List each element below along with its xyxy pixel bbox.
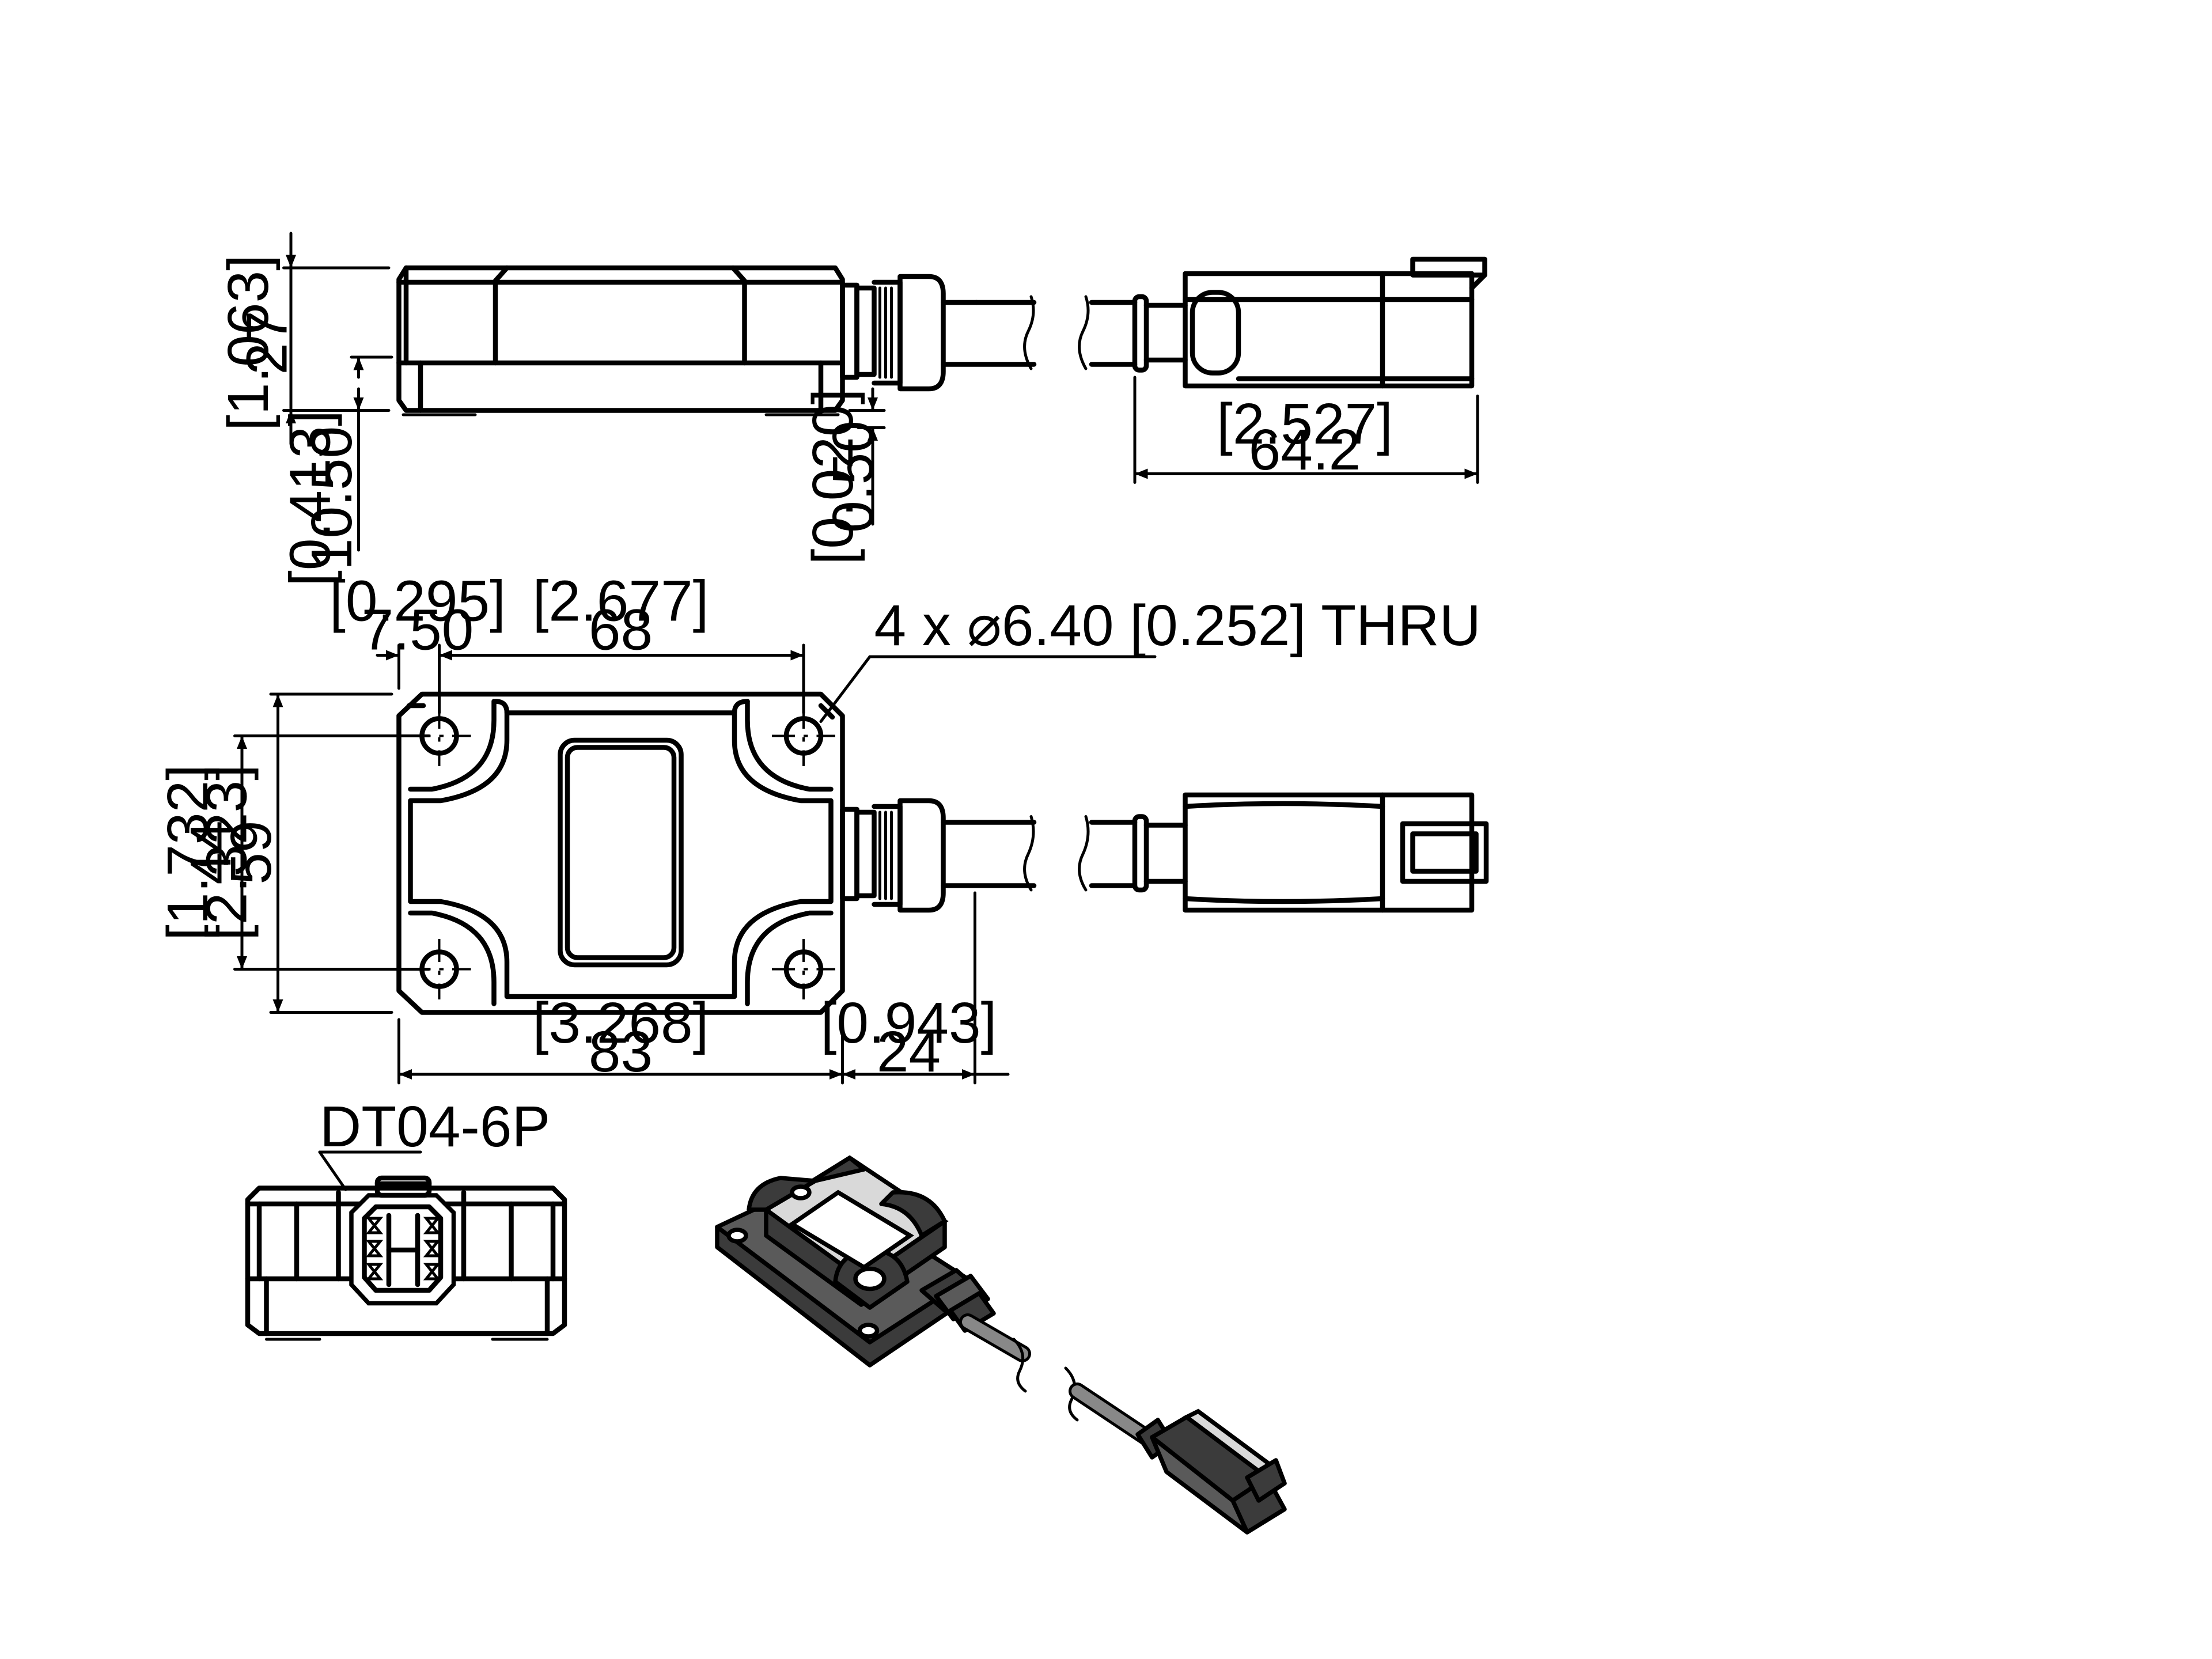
dim-gap-mm: 0.50 [821,421,885,533]
connector-label: DT04-6P [320,1094,550,1159]
top-view-dimensions: [0.295] 7.50 [2.677] 68 4 x ⌀6.40 [0.252… [156,569,1481,1085]
side-view-dimensions: [1.063] 27 [0.413] 10.50 [0.020] 0.50 [2… [216,232,1479,586]
side-view [396,256,1487,416]
dim-connector-len-in: [2.527] [1217,392,1393,456]
dim-gland-mm: 24 [877,1020,941,1084]
dim-base-mm: 10.50 [300,426,364,570]
dim-edge-offset-mm: 7.50 [362,598,474,662]
connector-pins [365,1217,441,1281]
hole-callout: 4 x ⌀6.40 [0.252] THRU [874,593,1481,658]
dim-length-mm: 83 [589,1020,653,1084]
dim-hole-span-y-mm: 44 [179,820,243,884]
dim-width-mm: 59 [219,820,283,884]
dim-gap-in: [0.020] [801,389,865,565]
dim-connector-len-mm: 64.2 [1249,418,1361,482]
dim-gland-in: [0.943] [821,991,997,1055]
dim-height-mm: 27 [235,310,300,374]
dim-hole-span-x-mm: 68 [589,598,653,662]
dim-width-in: [2.323] [195,764,259,941]
dim-hole-span-x-in: [2.677] [533,569,709,634]
end-view: DT04-6P [245,1094,567,1341]
dim-height-in: [1.063] [216,255,281,431]
dim-base-in: [0.413] [278,410,343,586]
dim-hole-span-y-in: [1.732] [156,764,220,941]
isometric-view [715,1155,1287,1535]
mounting-hole [772,939,835,999]
dim-length-in: [3.268] [533,991,709,1055]
mounting-hole [772,706,835,766]
dim-edge-offset-in: [0.295] [329,569,506,634]
top-view [396,691,1489,1015]
